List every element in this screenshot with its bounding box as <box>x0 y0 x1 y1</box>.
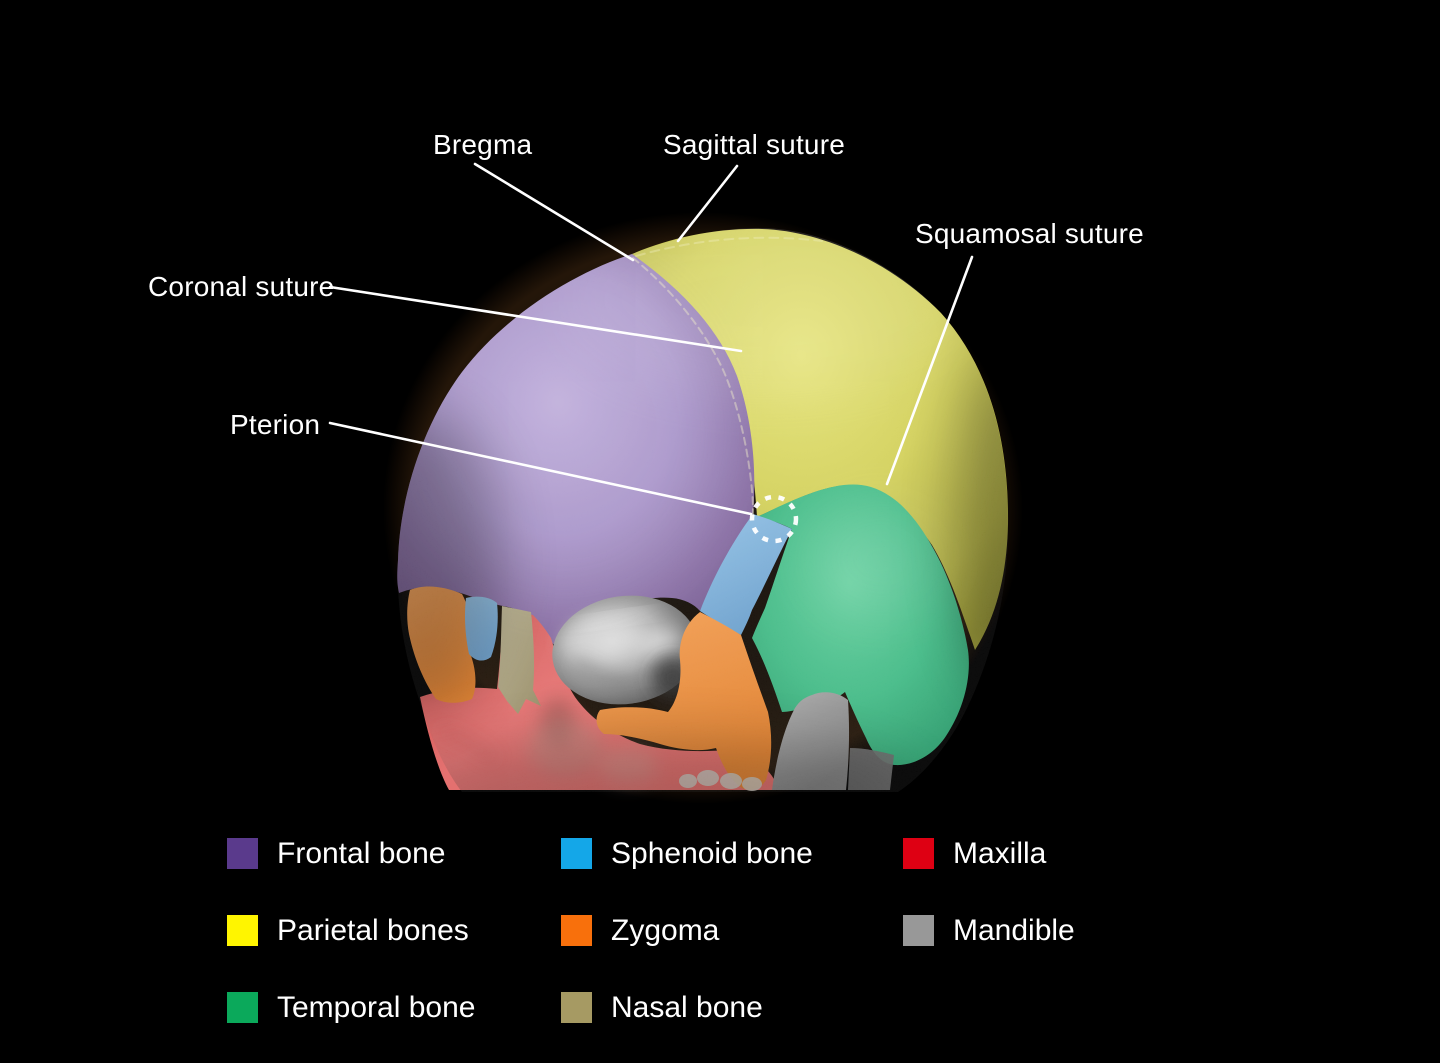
legend-label: Sphenoid bone <box>611 837 813 870</box>
legend-label: Frontal bone <box>277 837 446 870</box>
suture-seams <box>632 236 823 516</box>
sphenoid-bone-swatch <box>561 838 592 869</box>
nasal-bone-swatch <box>561 992 592 1023</box>
legend-item: Sphenoid bone <box>561 838 903 869</box>
temporal-bone-swatch <box>227 992 258 1023</box>
legend-item: Nasal bone <box>561 992 903 1023</box>
squamosal-leader-line <box>885 255 974 486</box>
legend-label: Temporal bone <box>277 991 476 1024</box>
label-coronal-suture: Coronal suture <box>148 271 335 302</box>
legend-item: Maxilla <box>903 838 1223 869</box>
legend-item: Mandible <box>903 915 1223 946</box>
coronal-leader-line <box>328 285 743 353</box>
shading <box>397 228 1009 792</box>
legend-item: Temporal bone <box>227 992 561 1023</box>
bregma-leader-line <box>473 162 635 262</box>
label-sagittal-suture: Sagittal suture <box>663 129 845 160</box>
legend-label: Nasal bone <box>611 991 763 1024</box>
pterion-leader-line <box>328 421 753 516</box>
leader-lines <box>328 162 974 516</box>
maxilla-swatch <box>903 838 934 869</box>
legend-label: Mandible <box>953 914 1075 947</box>
parietal-bones-swatch <box>227 915 258 946</box>
pterion-marker <box>749 494 799 544</box>
zygoma-swatch <box>561 915 592 946</box>
mandible-swatch <box>903 915 934 946</box>
legend-label: Parietal bones <box>277 914 469 947</box>
label-pterion: Pterion <box>230 409 321 440</box>
sagittal-leader-line <box>676 164 739 243</box>
frontal-bone-swatch <box>227 838 258 869</box>
legend-label: Zygoma <box>611 914 720 947</box>
label-bregma: Bregma <box>433 129 533 160</box>
legend-item: Parietal bones <box>227 915 561 946</box>
legend-item: Zygoma <box>561 915 903 946</box>
legend: Frontal bone Sphenoid bone Maxilla Parie… <box>227 838 1223 1023</box>
legend-label: Maxilla <box>953 837 1047 870</box>
label-squamosal-suture: Squamosal suture <box>915 218 1144 249</box>
legend-item: Frontal bone <box>227 838 561 869</box>
